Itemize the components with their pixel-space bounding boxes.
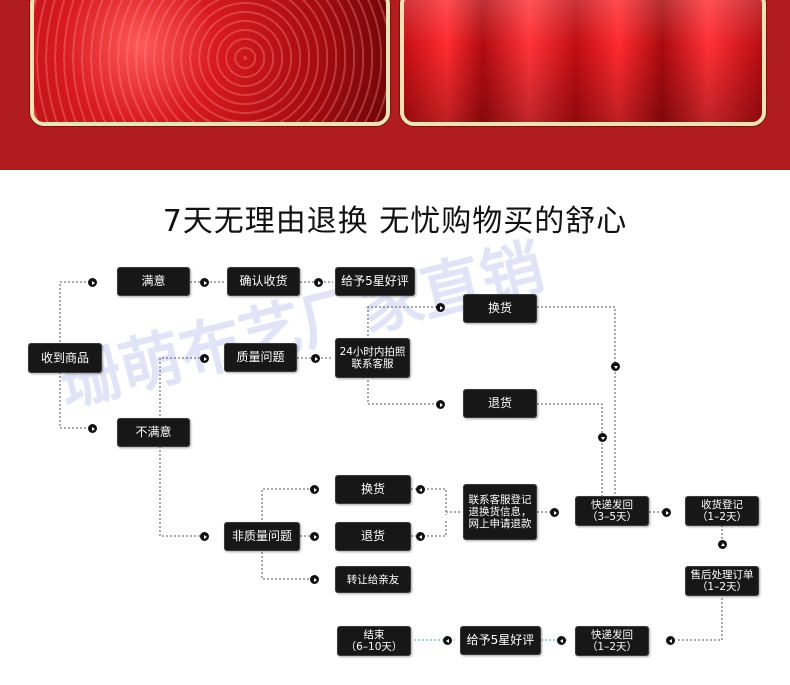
arrow-right-icon	[200, 354, 209, 363]
arrow-right-icon	[310, 485, 319, 494]
arrow-right-icon	[200, 278, 209, 287]
connector	[367, 376, 440, 405]
arrow-right-icon	[311, 354, 320, 363]
confirm-receipt-box: 确认收货	[227, 267, 300, 296]
embroidery-photo	[30, 0, 390, 126]
connector	[537, 403, 603, 433]
arrow-right-icon	[314, 278, 323, 287]
arrow-right-icon	[662, 508, 671, 517]
arrow-right-icon	[310, 575, 319, 584]
non-quality-issue-box: 非质量问题	[224, 522, 300, 551]
arrow-left-icon	[666, 636, 675, 645]
curtain-photo	[400, 0, 766, 126]
page-heading: 7天无理由退换 无忧购物买的舒心	[162, 204, 628, 239]
arrow-up-icon	[718, 540, 727, 549]
arrow-right-icon	[436, 303, 445, 312]
arrow-down-icon	[598, 433, 607, 442]
satisfied-box: 满意	[117, 267, 190, 296]
good-review-box: 给予5星好评	[335, 267, 415, 296]
good-review-box-2: 给予5星好评	[460, 626, 541, 655]
arrow-right-icon	[200, 532, 209, 541]
register-info-box: 联系客服登记退换货信息，网上申请退款	[463, 484, 537, 540]
ship-back-box: 快递发回 （3–5天）	[575, 496, 649, 526]
connector	[159, 446, 200, 537]
arrow-left-icon	[557, 636, 566, 645]
arrow-left-icon	[443, 636, 452, 645]
end-box: 结束 （6–10天）	[337, 626, 411, 656]
exchange-box-2: 换货	[335, 475, 411, 504]
arrow-right-icon	[88, 424, 97, 433]
quality-issue-box: 质量问题	[224, 343, 297, 372]
gift-friend-box: 转让给亲友	[335, 566, 411, 593]
arrow-right-icon	[88, 278, 97, 287]
product-banner	[0, 0, 790, 170]
arrow-left-icon	[416, 485, 425, 494]
exchange-box: 换货	[463, 294, 537, 323]
ship-out-box: 快递发回 （1–2天）	[575, 626, 649, 656]
connector	[59, 281, 88, 342]
return-box: 退货	[463, 389, 537, 418]
connector	[59, 372, 88, 429]
receive-register-box: 收货登记 （1–2天）	[685, 496, 759, 526]
arrow-left-icon	[416, 532, 425, 541]
connector	[537, 306, 616, 362]
receive-goods-box: 收到商品	[28, 343, 102, 373]
connector	[678, 594, 723, 641]
after-sale-box: 售后处理订单 （1–2天）	[685, 566, 759, 596]
arrow-right-icon	[436, 400, 445, 409]
unsatisfied-box: 不满意	[117, 418, 190, 447]
connector	[411, 488, 447, 515]
arrow-down-icon	[611, 362, 620, 371]
connector	[367, 306, 440, 340]
arrow-right-icon	[550, 508, 559, 517]
connector	[159, 357, 200, 420]
return-box-2: 退货	[335, 522, 411, 551]
arrow-right-icon	[310, 532, 319, 541]
contact-24h-box: 24小时内拍照联系客服	[335, 338, 410, 378]
connector	[411, 520, 447, 537]
